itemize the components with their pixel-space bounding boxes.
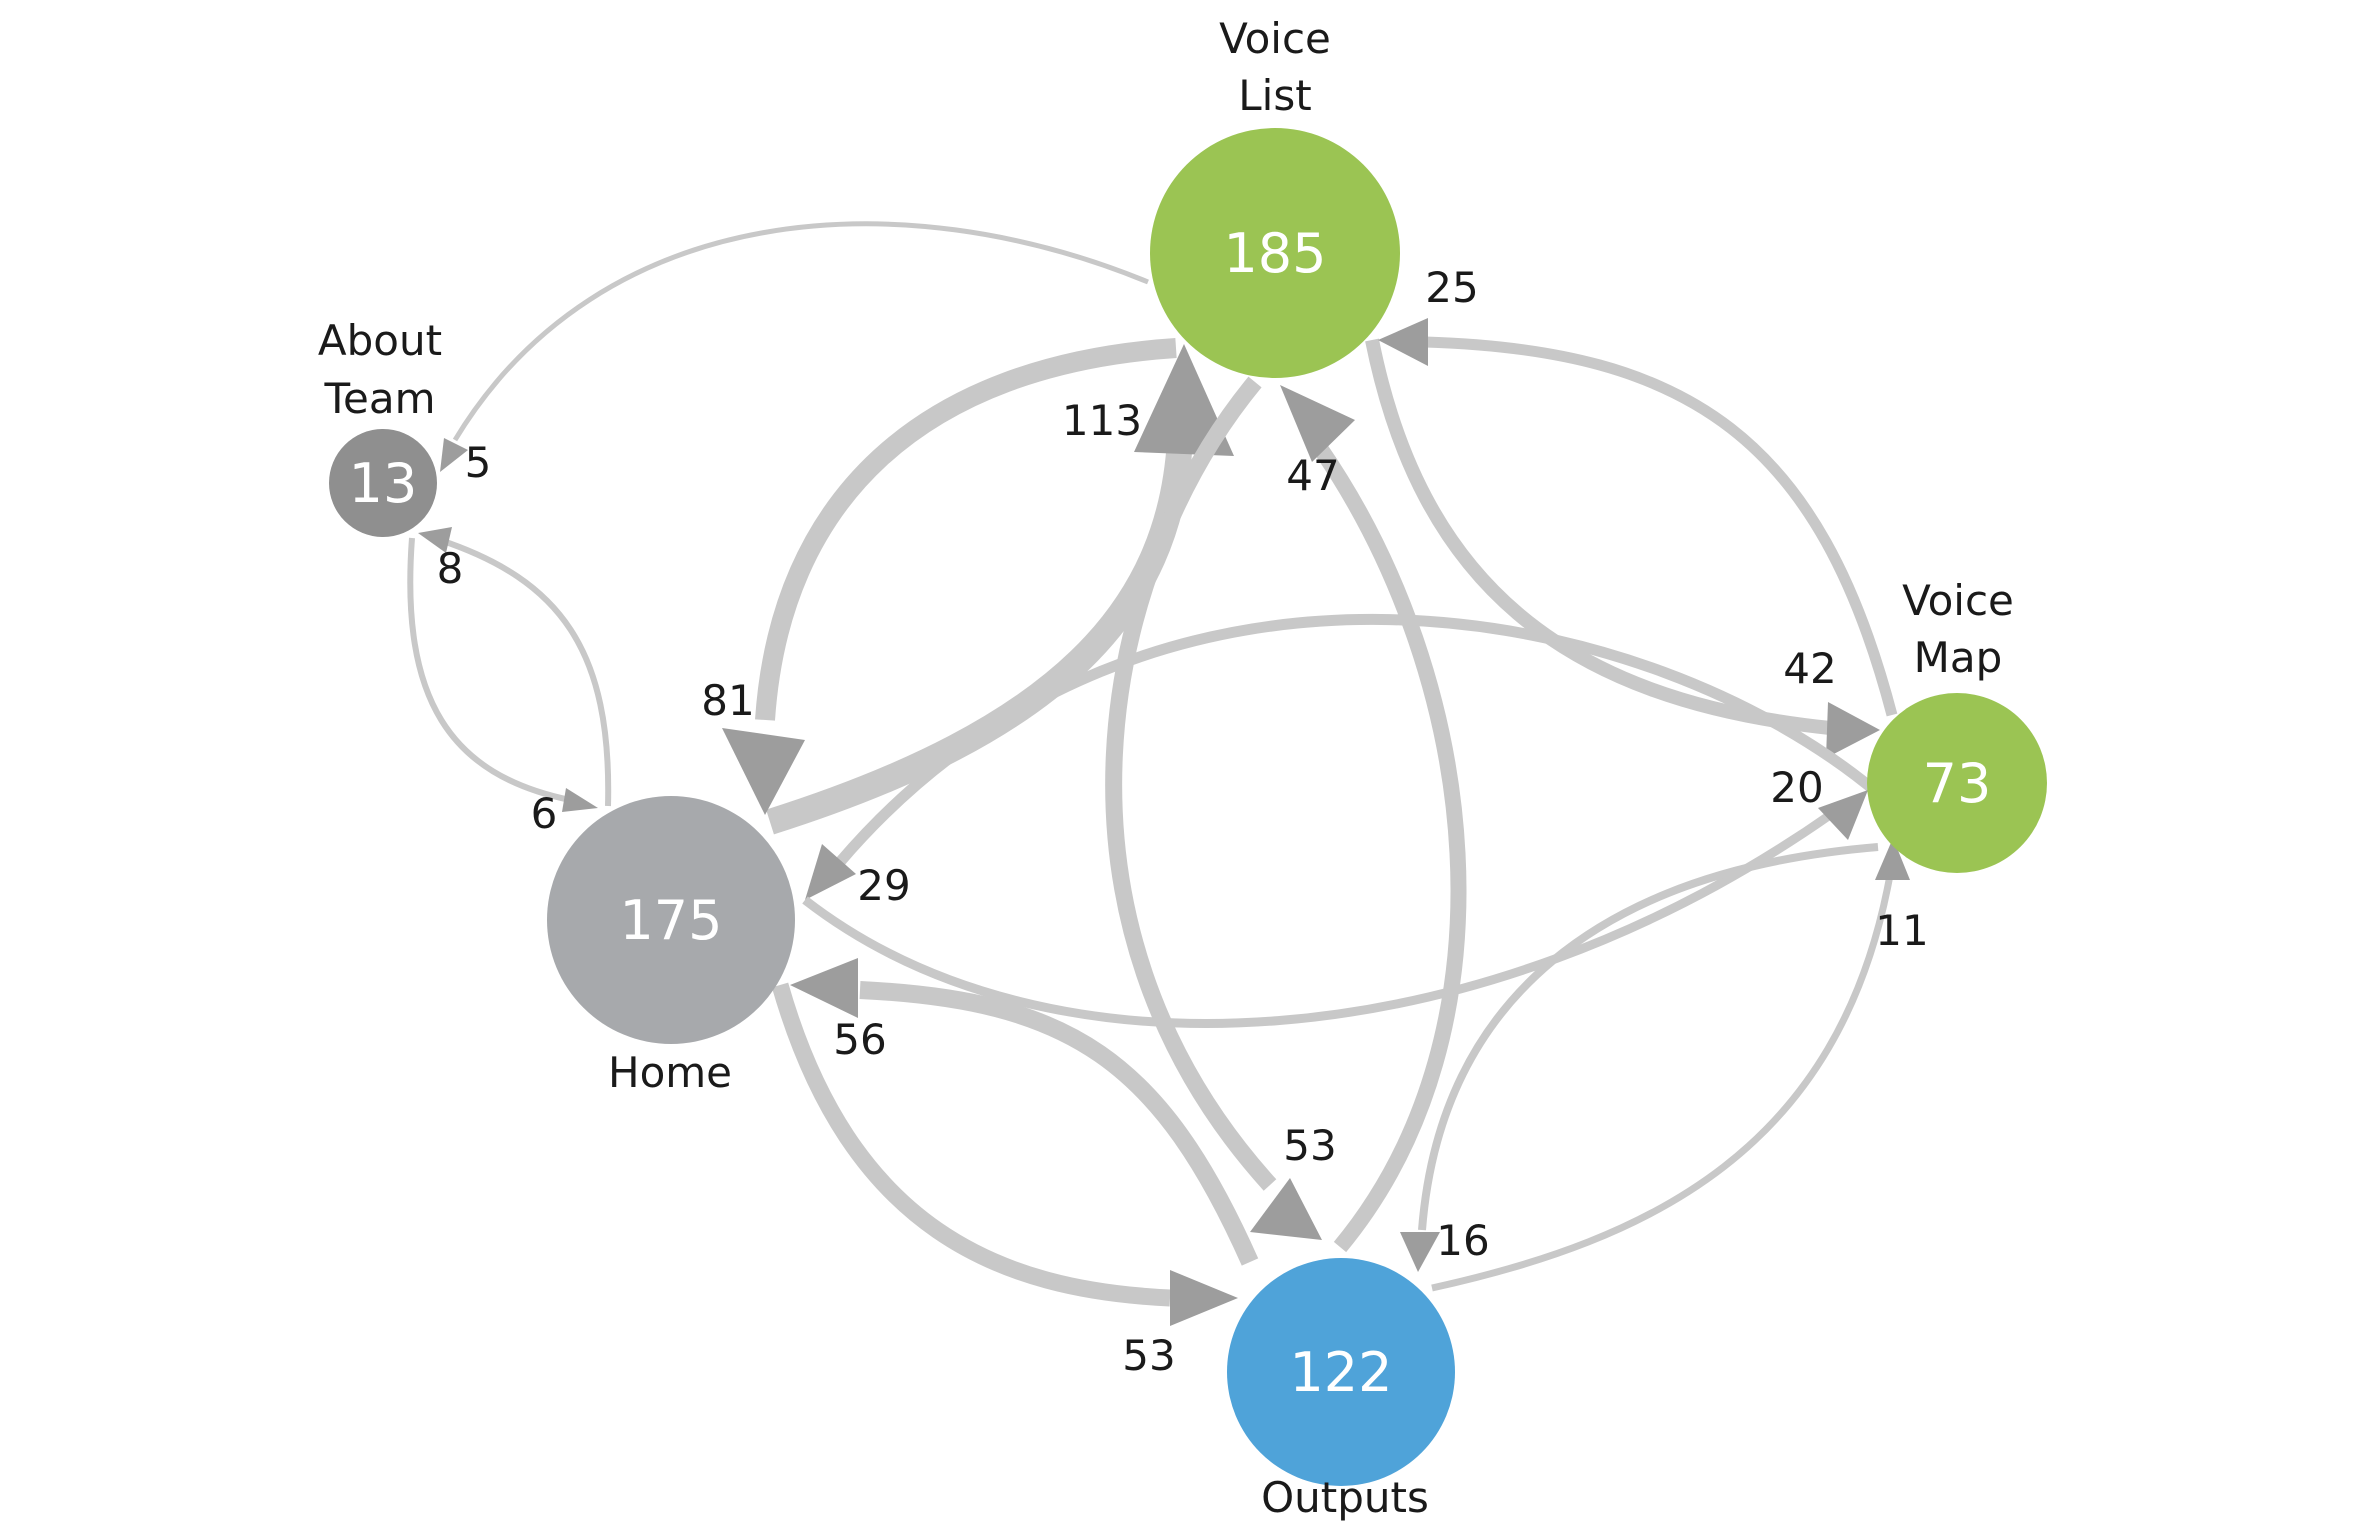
edge-about-team-to-home bbox=[407, 537, 571, 803]
edge-label-home-to-outputs: 53 bbox=[1122, 1331, 1175, 1380]
edge-label-home-to-about-team: 8 bbox=[437, 544, 464, 593]
node-home: 175 Home bbox=[547, 796, 795, 1097]
node-value-about-team: 13 bbox=[349, 452, 418, 515]
arrowhead-voice-map-to-home bbox=[805, 844, 856, 900]
node-about-team: 13 About Team bbox=[318, 316, 442, 537]
arrowhead-voice-list-to-about-team bbox=[440, 438, 468, 472]
edge-voice-list-to-outputs bbox=[1105, 376, 1277, 1191]
edges bbox=[407, 221, 1910, 1326]
edge-label-voice-list-to-about-team: 5 bbox=[465, 438, 492, 487]
edge-home-to-outputs bbox=[771, 982, 1171, 1307]
edge-voice-list-to-home bbox=[755, 338, 1177, 721]
edge-label-home-to-voice-list: 113 bbox=[1062, 396, 1142, 445]
node-label-outputs: Outputs bbox=[1261, 1473, 1429, 1522]
edge-label-voice-map-to-voice-list: 25 bbox=[1425, 263, 1478, 312]
arrowhead-home-to-voice-map bbox=[1818, 790, 1868, 840]
node-label-voice-list-line2: List bbox=[1238, 71, 1311, 120]
node-label-home: Home bbox=[608, 1048, 732, 1097]
node-label-about-team-line1: About bbox=[318, 316, 442, 365]
edge-label-voice-map-to-home: 29 bbox=[857, 861, 910, 910]
edge-home-to-about-team bbox=[439, 537, 612, 807]
edge-label-outputs-to-home: 56 bbox=[833, 1015, 886, 1064]
edge-voice-map-to-outputs bbox=[1418, 843, 1879, 1231]
arrowhead-outputs-to-voice-list bbox=[1280, 385, 1355, 462]
arrowhead-home-to-voice-list bbox=[1134, 344, 1234, 456]
edge-label-voice-list-to-outputs: 53 bbox=[1283, 1121, 1336, 1170]
arrowhead-voice-list-to-voice-map bbox=[1826, 702, 1880, 758]
edge-home-to-voice-map bbox=[802, 811, 1833, 1028]
edge-label-outputs-to-voice-map: 11 bbox=[1875, 906, 1928, 955]
edge-outputs-to-home bbox=[859, 981, 1259, 1266]
edge-voice-list-to-about-team bbox=[452, 221, 1149, 442]
arrowhead-voice-list-to-home bbox=[722, 728, 805, 815]
node-label-about-team-line2: Team bbox=[323, 374, 435, 423]
node-value-outputs: 122 bbox=[1289, 1341, 1392, 1404]
node-circle-outputs bbox=[1227, 1258, 1455, 1486]
node-label-voice-map-line1: Voice bbox=[1902, 576, 2014, 625]
node-circle-about-team bbox=[329, 429, 437, 537]
node-value-home: 175 bbox=[619, 889, 722, 952]
edge-label-outputs-to-voice-list: 47 bbox=[1286, 451, 1339, 500]
edge-voice-map-to-home bbox=[835, 614, 1884, 866]
arrowhead-home-to-about-team bbox=[418, 527, 452, 553]
edge-label-voice-list-to-voice-map: 42 bbox=[1783, 644, 1836, 693]
edge-label-home-to-voice-map: 20 bbox=[1770, 763, 1823, 812]
node-voice-map: 73 Voice Map bbox=[1867, 576, 2047, 873]
edge-outputs-to-voice-list bbox=[1313, 443, 1467, 1253]
arrowhead-outputs-to-voice-map bbox=[1875, 838, 1910, 880]
arrowhead-outputs-to-home bbox=[790, 958, 858, 1018]
edge-label-voice-map-to-outputs: 16 bbox=[1436, 1216, 1489, 1265]
arrowhead-voice-map-to-outputs bbox=[1400, 1232, 1440, 1272]
node-label-voice-map-line2: Map bbox=[1914, 633, 2003, 682]
arrowhead-home-to-outputs bbox=[1170, 1270, 1238, 1326]
arrowhead-about-team-to-home bbox=[562, 788, 598, 812]
edge-label-voice-list-to-home: 81 bbox=[701, 676, 754, 725]
edge-label-about-team-to-home: 6 bbox=[531, 789, 558, 838]
edge-voice-list-to-voice-map bbox=[1365, 338, 1831, 735]
node-value-voice-map: 73 bbox=[1923, 752, 1992, 815]
node-outputs: 122 Outputs bbox=[1227, 1258, 1455, 1522]
nodes: 185 Voice List 13 About Team 73 Voice Ma… bbox=[318, 14, 2047, 1522]
edge-voice-map-to-voice-list bbox=[1424, 336, 1898, 717]
node-value-voice-list: 185 bbox=[1223, 222, 1326, 285]
arrowhead-voice-list-to-outputs bbox=[1250, 1178, 1322, 1240]
arrowhead-voice-map-to-voice-list bbox=[1378, 318, 1428, 366]
node-voice-list: 185 Voice List bbox=[1150, 14, 1400, 378]
edge-labels: 113 81 47 53 53 56 42 25 29 20 11 16 5 8… bbox=[437, 263, 1929, 1380]
node-label-voice-list-line1: Voice bbox=[1219, 14, 1331, 63]
node-circle-voice-map bbox=[1867, 693, 2047, 873]
edge-outputs-to-voice-map bbox=[1431, 874, 1894, 1292]
node-circle-home bbox=[547, 796, 795, 1044]
node-circle-voice-list bbox=[1150, 128, 1400, 378]
